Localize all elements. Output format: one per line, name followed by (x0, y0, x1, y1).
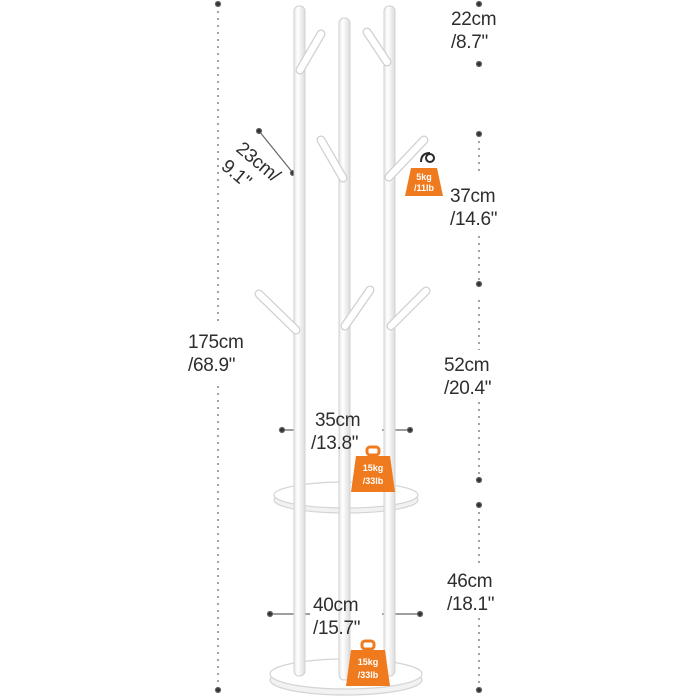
base-width-metric: 40cm (313, 595, 359, 616)
base-load-badge: 15kg /33lb (346, 639, 390, 686)
middle-section-metric: 52cm (444, 355, 490, 376)
hook-load-badge: 5kg /11lb (405, 152, 443, 196)
upper-section-label: 37cm /14.6" (450, 185, 498, 231)
lower-section-metric: 46cm (447, 571, 493, 592)
upper-section-imperial: /14.6" (450, 209, 498, 230)
base-width-label: 40cm /15.7" (313, 594, 361, 640)
middle-section-label: 52cm /20.4" (444, 354, 492, 400)
lower-section-label: 46cm /18.1" (447, 570, 495, 616)
hook-load-line2: /11lb (414, 183, 435, 193)
shelf-width-imperial: /13.8" (311, 433, 359, 454)
lower-section-imperial: /18.1" (447, 594, 495, 615)
base-width-imperial: /15.7" (313, 618, 361, 639)
middle-section-imperial: /20.4" (444, 378, 492, 399)
base-load-line1: 15kg (358, 657, 379, 667)
rack-poles (293, 5, 396, 681)
overall-height-metric: 175cm (188, 332, 244, 353)
shelf-load-line1: 15kg (363, 463, 384, 473)
top-section-imperial: /8.7" (451, 32, 488, 53)
top-section-metric: 22cm (451, 9, 497, 30)
top-section-label: 22cm /8.7" (451, 8, 497, 54)
shelf-width-metric: 35cm (315, 410, 361, 431)
dimension-lines (214, 0, 483, 694)
hook-load-line1: 5kg (416, 172, 432, 182)
overall-height-label: 175cm /68.9" (188, 331, 244, 377)
shelf-load-line2: /33lb (363, 476, 384, 486)
shelf-width-label: 35cm /13.8" (311, 409, 361, 455)
upper-section-metric: 37cm (450, 186, 496, 207)
base-load-line2: /33lb (358, 670, 379, 680)
overall-height-imperial: /68.9" (188, 355, 236, 376)
shelf-load-badge: 15kg /33lb (351, 445, 395, 492)
